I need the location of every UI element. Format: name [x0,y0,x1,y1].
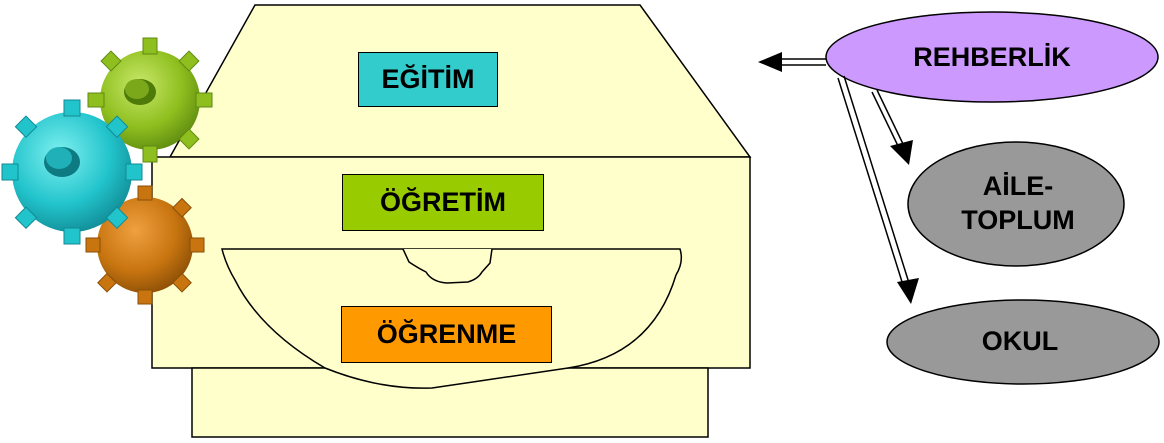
ogrenme-box: ÖĞRENME [341,306,552,363]
aile-toplum-node [907,141,1125,267]
okul-label: OKUL [981,326,1059,357]
aile-label-line2: TOPLUM [961,205,1075,235]
egitim-label: EĞİTİM [381,64,475,94]
aile-label-line1: AİLE- [982,171,1054,202]
okul-node [886,299,1160,385]
arrow-to-okul [837,75,910,286]
aile-toplum-label-wrap: AİLE- TOPLUM [930,156,1106,252]
arrow-to-cabinet [775,58,826,66]
egitim-box: EĞİTİM [358,52,498,107]
arrow-to-aile-toplum [871,89,905,149]
okul-label-wrap: OKUL [920,316,1120,368]
cabinet [151,4,752,438]
arrow-head-aile-toplum [890,140,913,165]
ogretim-box: ÖĞRETİM [342,174,544,231]
rehberlik-label-wrap: REHBERLİK [872,30,1112,86]
ogretim-label: ÖĞRETİM [380,187,506,217]
rehberlik-node [825,11,1159,103]
rehberlik-label: REHBERLİK [913,42,1071,73]
gear-cyan-icon [1,99,143,245]
arrow-head-cabinet [758,52,782,72]
gear-green-icon [87,37,213,163]
ogrenme-label: ÖĞRENME [376,319,517,349]
arrow-head-okul [897,278,919,304]
drawer-handle [402,248,493,284]
